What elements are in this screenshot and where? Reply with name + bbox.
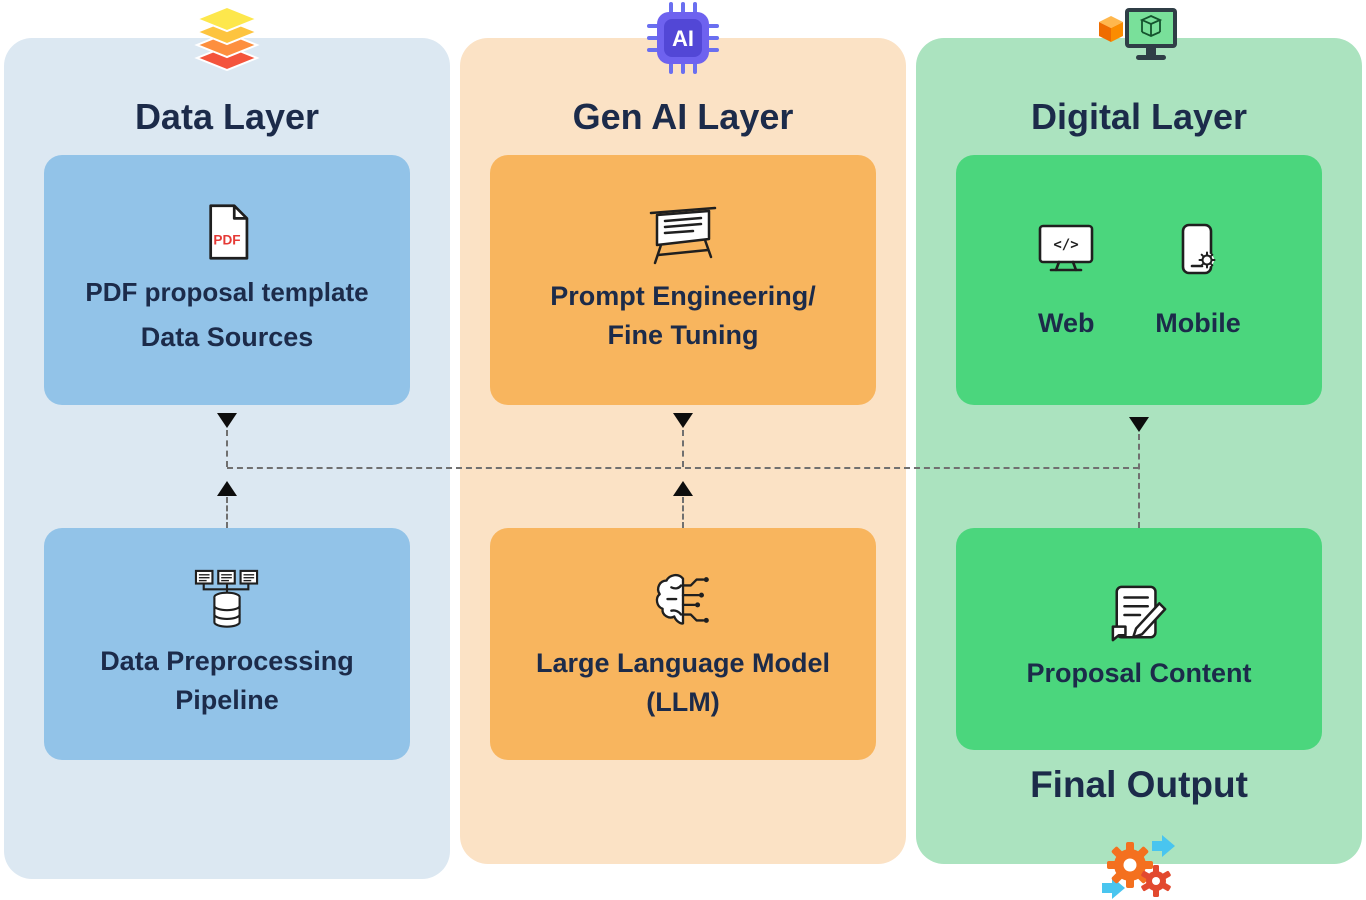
horizontal-bus-connector <box>227 467 1139 469</box>
mobile-gear-icon <box>1181 223 1216 274</box>
web-monitor-icon: </> <box>1038 224 1094 271</box>
connector-data-lower <box>226 497 228 528</box>
monitor-cube-icon <box>1097 6 1181 68</box>
connector-genai-lower <box>682 497 684 528</box>
digital-layer-title: Digital Layer <box>1030 96 1248 137</box>
layers-icon <box>185 0 269 78</box>
device-row: </> Web Mo <box>1037 222 1241 339</box>
data-preprocessing-line2: Pipeline <box>175 685 279 715</box>
llm-line1: Large Language Model <box>535 647 831 678</box>
pdf-file-icon: PDF <box>209 204 249 260</box>
connector-genai-upper <box>682 430 684 467</box>
pdf-label: PDF <box>213 233 240 248</box>
data-preprocessing-label: Data Preprocessing Pipeline <box>100 642 354 720</box>
web-label: Web <box>1037 307 1095 338</box>
data-preprocessing-card: Data Preprocessing Pipeline <box>44 528 410 760</box>
presentation-board-icon <box>649 206 717 265</box>
ai-chip-icon: AI <box>647 2 719 74</box>
prompt-engineering-line1: Prompt Engineering/ <box>550 280 816 311</box>
proposal-content-card: Proposal Content <box>956 528 1322 750</box>
data-preprocessing-line1: Data Preprocessing <box>100 645 354 676</box>
mobile-device: Mobile <box>1155 222 1241 339</box>
data-pipeline-icon <box>194 569 259 628</box>
mobile-label: Mobile <box>1155 307 1241 338</box>
prompt-engineering-label: Prompt Engineering/ Fine Tuning <box>550 277 816 355</box>
connector-data-upper <box>226 430 228 467</box>
brain-circuit-icon <box>655 573 709 625</box>
data-sources-label: Data Sources <box>140 321 314 352</box>
prompt-engineering-line2: Fine Tuning <box>607 320 759 350</box>
final-output-label: Final Output <box>1030 764 1248 805</box>
data-layer-panel: Data Layer PDF PDF proposal template Dat… <box>4 38 450 879</box>
arrow-down-data <box>217 413 237 428</box>
chip-label: AI <box>672 26 694 51</box>
genai-layer-title: Gen AI Layer <box>572 96 794 137</box>
llm-line2: (LLM) <box>646 687 720 717</box>
data-sources-card: PDF PDF proposal template Data Sources <box>44 155 410 405</box>
gears-process-icon <box>1096 833 1180 899</box>
channels-card: </> Web Mo <box>956 155 1322 405</box>
data-layer-title: Data Layer <box>134 96 320 137</box>
proposal-content-label: Proposal Content <box>1026 658 1252 689</box>
prompt-engineering-card: Prompt Engineering/ Fine Tuning <box>490 155 876 405</box>
connector-digital <box>1138 434 1140 528</box>
pdf-template-label: PDF proposal template <box>85 276 369 307</box>
proposal-doc-icon <box>1111 586 1167 642</box>
arrow-up-data <box>217 481 237 496</box>
arrow-down-digital <box>1129 417 1149 432</box>
web-device: </> Web <box>1037 222 1095 339</box>
llm-label: Large Language Model (LLM) <box>536 644 830 722</box>
arrow-up-genai <box>673 481 693 496</box>
code-glyph: </> <box>1054 237 1079 253</box>
llm-card: Large Language Model (LLM) <box>490 528 876 760</box>
arrow-down-genai <box>673 413 693 428</box>
